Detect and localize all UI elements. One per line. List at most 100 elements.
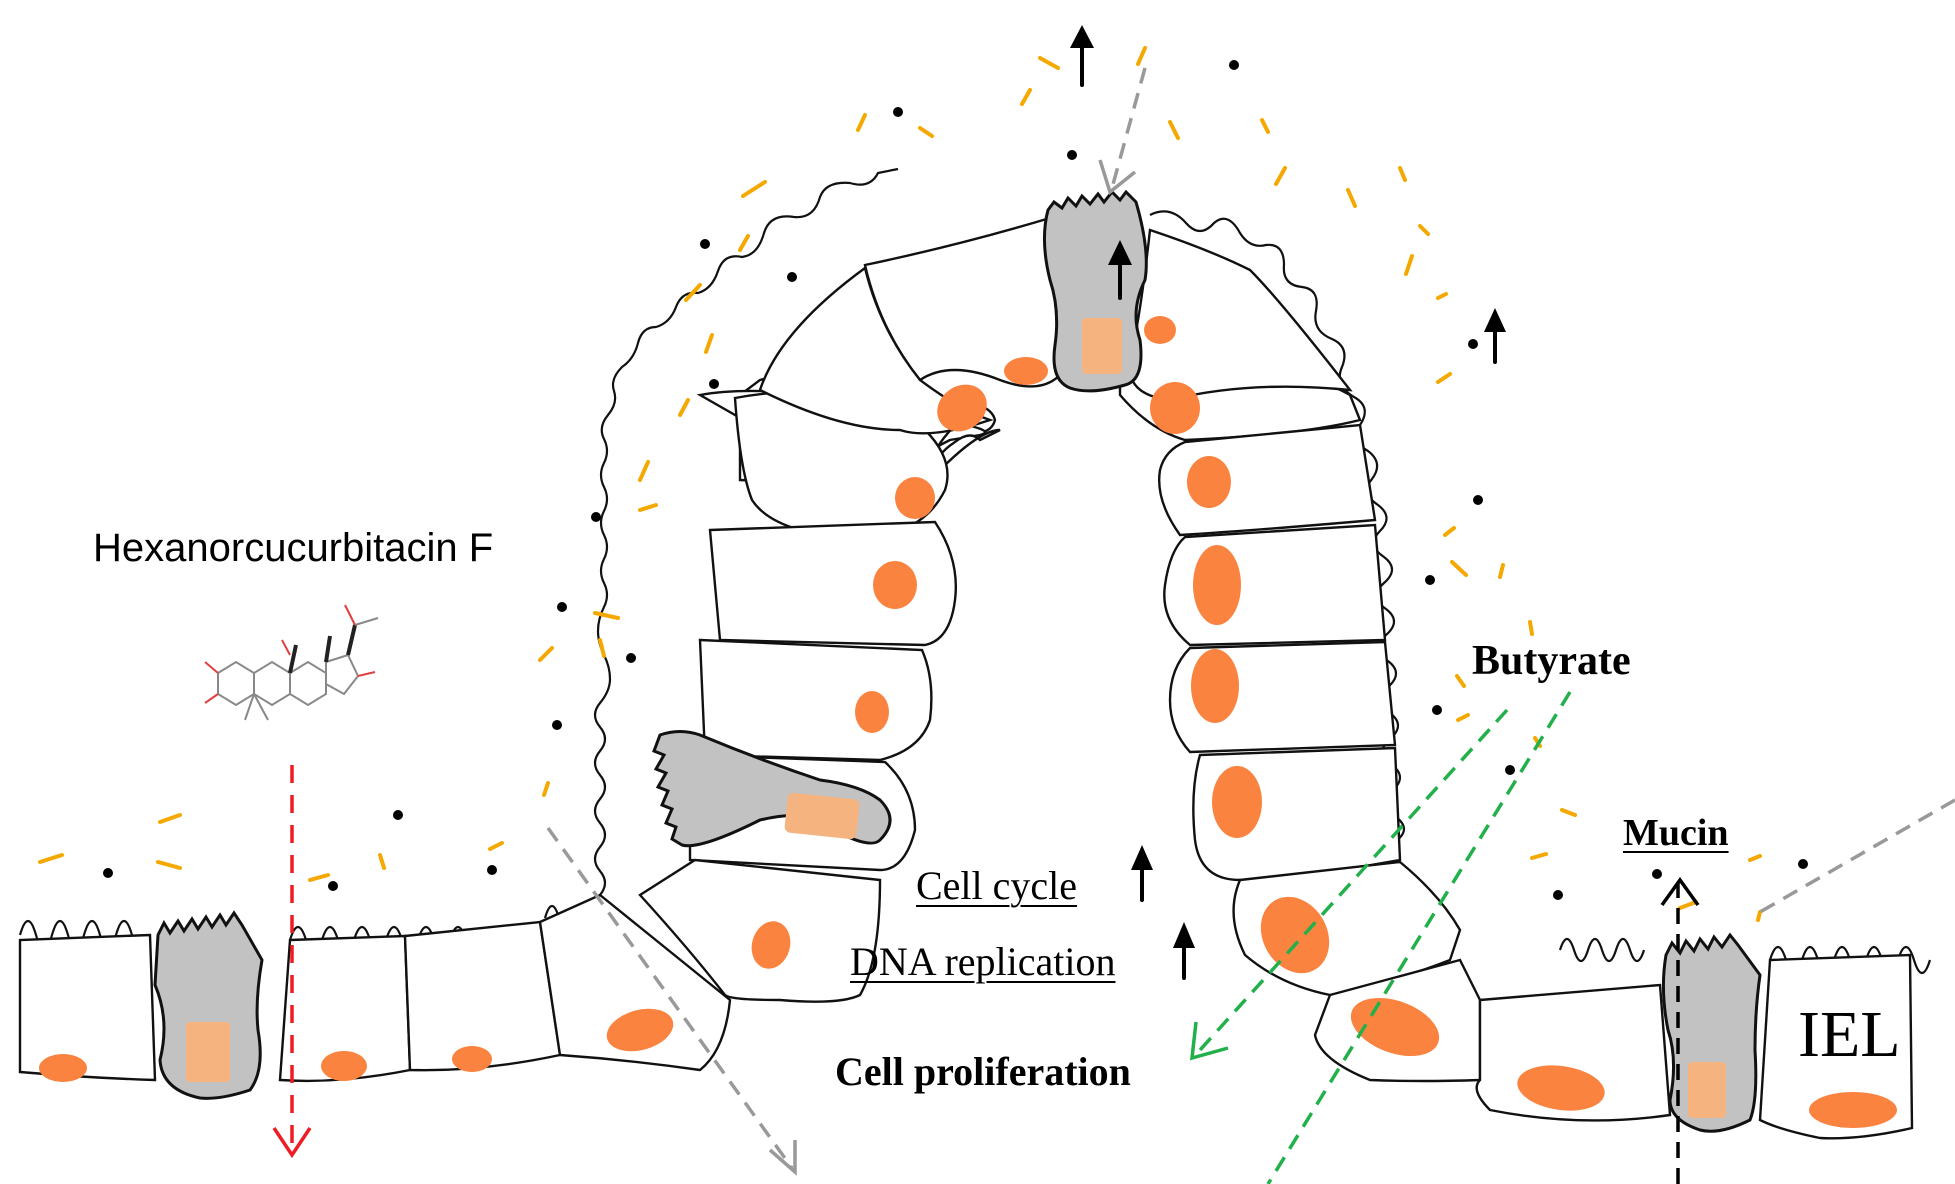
metabolite-dot (1229, 60, 1239, 70)
bacterium (1418, 224, 1430, 236)
butyrate-flow-arrow (1189, 691, 1572, 1184)
nucleus (1187, 456, 1231, 508)
cell-cycle-label: Cell cycle (916, 863, 1078, 908)
right-epithelium (1558, 932, 1932, 1140)
cell-cycle-up-arrow-icon (1131, 845, 1153, 902)
bacterium (1260, 118, 1270, 134)
bacterium (308, 873, 330, 882)
metabolite-dot (700, 239, 710, 249)
metabolite-dot (709, 379, 719, 389)
epithelial-cell (1128, 228, 1353, 402)
bacterium (1020, 88, 1032, 106)
nucleus (1144, 316, 1176, 344)
bacterium (1274, 166, 1287, 186)
bacteria-flow-arrow-top (1098, 67, 1147, 195)
bacterium (378, 853, 386, 870)
dna-replication-label: DNA replication (850, 939, 1116, 984)
epithelial-cell (708, 520, 957, 647)
bacterium (1443, 526, 1456, 537)
bacterium (1398, 166, 1407, 182)
bacterium (38, 853, 64, 864)
goblet-cell (153, 910, 264, 1100)
metabolite-dot (1473, 495, 1483, 505)
epithelial-cell (18, 933, 157, 1082)
bacterium (542, 781, 550, 797)
bacterium (598, 638, 606, 658)
nucleus (39, 1054, 87, 1082)
up-arrow-icon (1108, 240, 1132, 300)
bacterium (1748, 854, 1762, 862)
nucleus (873, 561, 917, 609)
up-arrow-icon (1484, 308, 1506, 364)
bacterium (538, 646, 554, 662)
bacterium (1136, 46, 1147, 66)
bacterium (704, 333, 714, 354)
nucleus (1260, 896, 1330, 974)
bacterium (678, 398, 690, 417)
iel-cell (1758, 953, 1914, 1140)
bacterium (684, 283, 702, 302)
nucleus (751, 921, 791, 969)
bacteria-flow-arrow-left (546, 826, 797, 1176)
bacterium (1168, 120, 1180, 140)
bacterium (856, 113, 867, 132)
mucin-granule (1082, 318, 1122, 374)
bacteria-flow-arrow-right (1759, 798, 1955, 914)
nucleus (895, 477, 935, 519)
bacterium (1560, 808, 1577, 817)
bacterium (1450, 560, 1468, 577)
nucleus (321, 1051, 367, 1081)
metabolite-dot (557, 602, 567, 612)
bacterium (638, 503, 658, 512)
bacterium (1528, 620, 1534, 636)
bacterium (1455, 674, 1466, 688)
metabolite-dot (787, 272, 797, 282)
metabolite-dot (1432, 705, 1442, 715)
metabolite-dot (487, 865, 497, 875)
compound-flow-arrow (272, 765, 312, 1159)
left-epithelium (18, 893, 732, 1100)
metabolite-dot (103, 868, 113, 878)
bacterium (741, 180, 767, 198)
nucleus (1150, 382, 1200, 434)
compound-structure-icon (204, 604, 379, 721)
metabolite-dot (1067, 150, 1077, 160)
bacteria-cloud (38, 46, 1762, 922)
mucin-flow-arrow (1660, 877, 1700, 1184)
bacterium (1498, 563, 1505, 579)
bacterium (1404, 254, 1414, 276)
bacterium (1756, 910, 1762, 922)
cell-proliferation-label: Cell proliferation (835, 1049, 1131, 1094)
bacterium (918, 126, 934, 138)
mucin-label: Mucin (1623, 812, 1729, 854)
bacterium (1038, 56, 1060, 70)
bacterium (738, 234, 750, 252)
bacterium (1530, 852, 1548, 860)
metabolite-dots (103, 60, 1808, 900)
nucleus (937, 384, 987, 432)
nucleus (606, 1008, 674, 1052)
bacterium (1456, 713, 1470, 722)
compound-label: Hexanorcucurbitacin F (93, 526, 494, 570)
iel-label: IEL (1798, 998, 1901, 1071)
mucin-granule (784, 792, 860, 840)
mucin-granule (1688, 1062, 1726, 1118)
nucleus (1004, 357, 1048, 385)
up-arrow-icon (1070, 25, 1094, 87)
villus (593, 167, 1672, 1122)
bacterium (158, 813, 182, 824)
metabolite-dot (1505, 765, 1515, 775)
metabolite-dot (1425, 575, 1435, 585)
villus-microvilli-left (593, 167, 899, 896)
metabolite-dot (328, 881, 338, 891)
nucleus (1191, 649, 1239, 723)
dna-replication-up-arrow-icon (1173, 922, 1195, 980)
nucleus (1193, 545, 1241, 625)
nucleus (1212, 766, 1262, 838)
bacterium (1346, 188, 1357, 208)
nucleus (452, 1046, 492, 1072)
bacterium (638, 460, 650, 482)
bacterium (1678, 900, 1698, 910)
metabolite-dot (393, 810, 403, 820)
